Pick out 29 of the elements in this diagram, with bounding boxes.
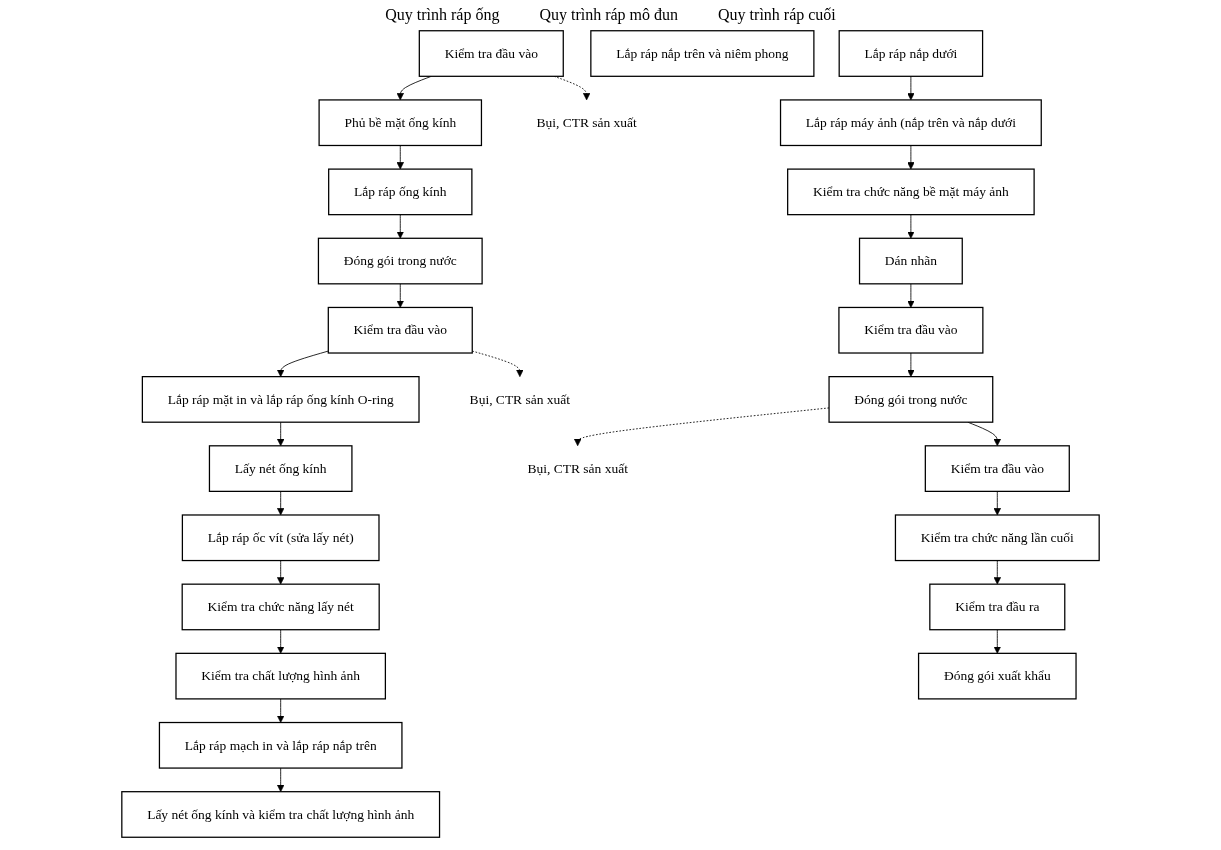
process-box: Đóng gói trong nước [828, 376, 994, 423]
process-box: Kiểm tra đầu ra [929, 583, 1066, 631]
process-box: Lắp ráp nắp dưới [838, 30, 984, 77]
process-box: Lắp ráp ốc vít (sửa lấy nét) [181, 514, 380, 562]
process-box: Kiểm tra chức năng lấy nét [181, 583, 380, 631]
process-box: Lắp ráp máy ảnh (nắp trên và nắp dưới [779, 99, 1042, 147]
process-box: Lấy nét ống kính [208, 445, 353, 492]
process-box: Đóng gói trong nước [317, 237, 483, 285]
process-box: Lắp ráp nắp trên và niêm phong [590, 30, 815, 77]
process-box: Lắp ráp mạch in và lắp ráp nắp trên [158, 721, 403, 769]
process-box: Phủ bề mặt ống kính [318, 99, 483, 147]
output-text: Bụi, CTR sản xuất [527, 461, 628, 476]
process-box: Kiểm tra đầu vào [327, 306, 473, 354]
process-box: Kiểm tra đầu vào [838, 306, 984, 354]
process-box: Đóng gói xuất khẩu [917, 652, 1077, 700]
process-box: Lắp ráp ống kính [328, 168, 473, 216]
process-box: Kiểm tra đầu vào [418, 30, 564, 77]
process-box: Kiểm tra đầu vào [924, 445, 1070, 492]
section-heading: Quy trình ráp cuối [718, 6, 836, 24]
process-box: Kiểm tra chất lượng hình ảnh [175, 652, 386, 700]
output-text: Bụi, CTR sản xuất [536, 115, 637, 130]
process-box: Kiểm tra chức năng bề mặt máy ảnh [787, 168, 1035, 216]
section-heading: Quy trình ráp mô đun [539, 6, 679, 24]
process-box: Lấy nét ống kính và kiểm tra chất lượng hình ảnh [121, 791, 441, 838]
process-box: Dán nhãn [858, 237, 963, 285]
process-box: Kiểm tra chức năng lần cuối [894, 514, 1100, 562]
process-box: Lắp ráp mặt in và lắp ráp ống kính O-ring [141, 376, 420, 423]
section-heading: Quy trình ráp ống [385, 6, 500, 24]
output-text: Bụi, CTR sản xuất [469, 391, 571, 407]
